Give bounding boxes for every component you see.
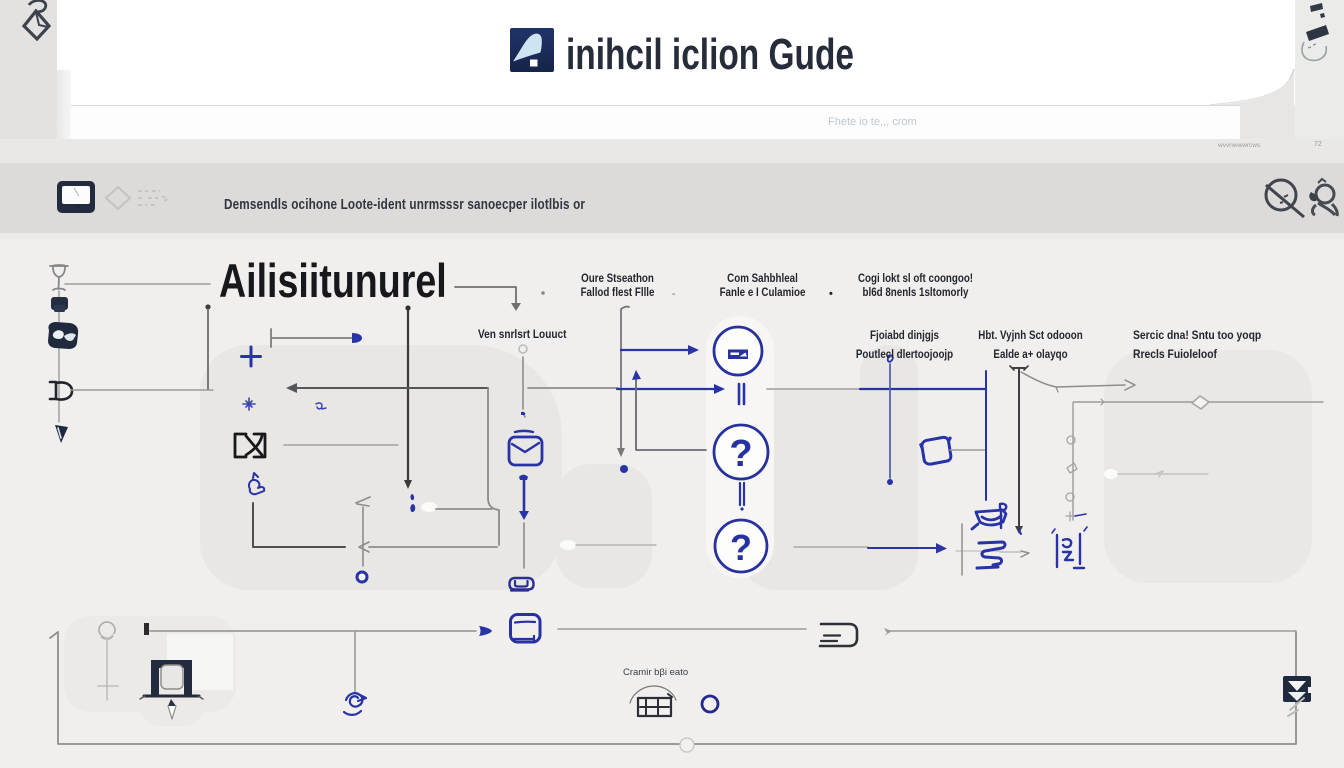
- svg-text:?: ?: [729, 433, 752, 475]
- svg-text:?: ?: [730, 527, 752, 568]
